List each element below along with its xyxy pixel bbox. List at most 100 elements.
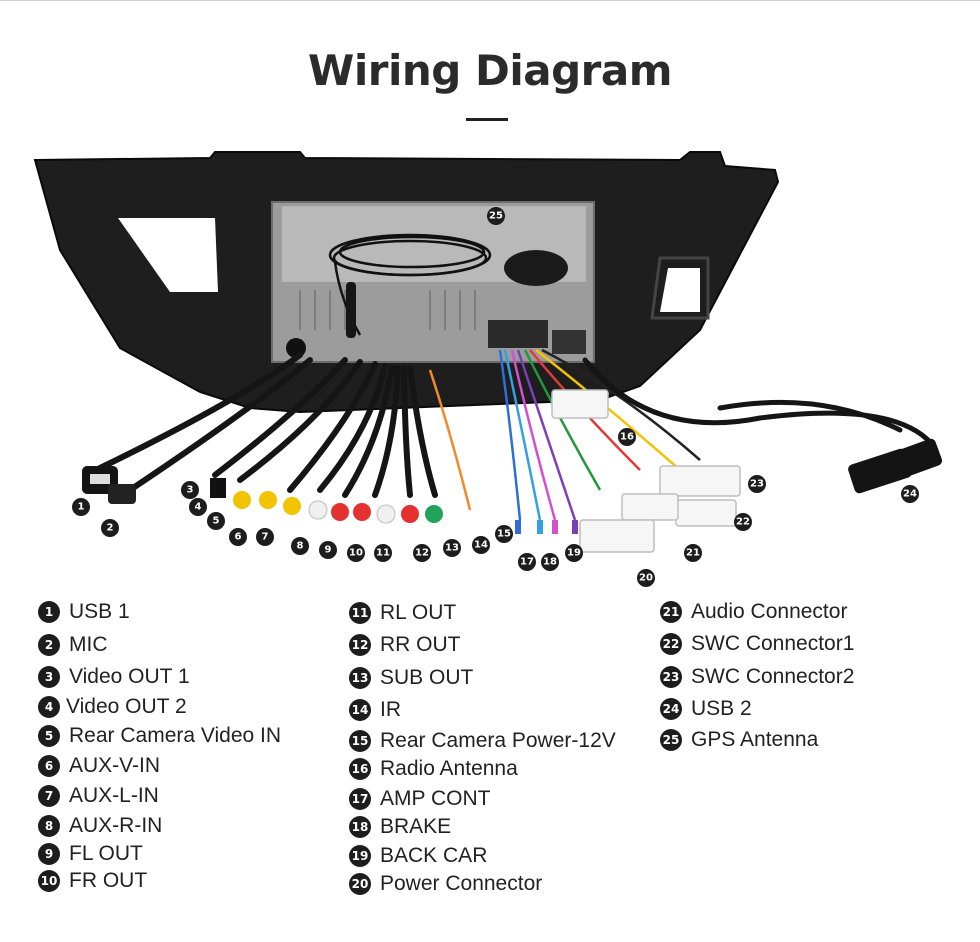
svg-text:6: 6 [235, 532, 242, 543]
legend-item-11: 11 RL OUT [349, 600, 456, 626]
gps-antenna-puck [504, 250, 568, 286]
svg-text:17: 17 [520, 557, 534, 568]
legend-label: IR [380, 698, 401, 721]
legend-label: AUX-V-IN [69, 754, 161, 777]
legend-badge: 16 [349, 758, 371, 780]
callout-16: 16 [618, 428, 636, 446]
svg-text:1: 1 [78, 502, 85, 513]
callout-8: 8 [291, 537, 309, 555]
chassis-vents [299, 290, 476, 330]
svg-text:21: 21 [686, 548, 700, 559]
gps-cable-coil [328, 233, 492, 336]
svg-text:10: 10 [349, 548, 363, 559]
white-connectors [551, 389, 741, 553]
legend-item-22: 22 SWC Connector1 [660, 631, 854, 657]
legend-badge: 20 [349, 873, 371, 895]
legend-label: Video OUT 1 [69, 665, 190, 688]
usb2-plug-b [893, 438, 943, 478]
legend-item-3: 3 Video OUT 1 [38, 664, 190, 690]
callout-14: 14 [472, 536, 490, 554]
svg-text:11: 11 [376, 548, 390, 559]
callout-13: 13 [443, 539, 461, 557]
svg-text:4: 4 [195, 502, 202, 513]
svg-text:2: 2 [107, 523, 114, 534]
svg-text:23: 23 [750, 479, 764, 490]
callout-5: 5 [207, 512, 225, 530]
svg-text:15: 15 [497, 529, 511, 540]
legend-label: Rear Camera Power-12V [380, 729, 616, 752]
legend-label: FR OUT [69, 869, 148, 892]
callout-19: 19 [565, 544, 583, 562]
legend-label: Audio Connector [691, 600, 848, 623]
side-connector-block [552, 330, 586, 354]
title-underline [466, 118, 508, 121]
callout-17: 17 [518, 553, 536, 571]
svg-text:3: 3 [187, 485, 194, 496]
legend-badge: 5 [38, 725, 60, 747]
legend-badge: 22 [660, 633, 682, 655]
legend-item-10: 10 FR OUT [38, 868, 147, 894]
svg-text:18: 18 [543, 557, 557, 568]
legend-item-8: 8 AUX-R-IN [38, 813, 162, 839]
legend-badge: 14 [349, 699, 371, 721]
svg-text:13: 13 [445, 543, 459, 554]
right-cutout [660, 268, 700, 312]
legend-badge: 11 [349, 602, 371, 624]
legend-label: AUX-R-IN [69, 814, 163, 837]
callout-7: 7 [256, 528, 274, 546]
legend-badge: 8 [38, 815, 60, 837]
legend-badge: 4 [38, 696, 60, 718]
rca-plugs [210, 478, 443, 524]
right-cutout-clip [650, 256, 710, 320]
legend-label: SWC Connector1 [691, 632, 855, 655]
callout-2: 2 [101, 519, 119, 537]
svg-text:20: 20 [639, 573, 653, 584]
pin-terminals [515, 520, 578, 534]
callout-22: 22 [734, 513, 752, 531]
legend-item-18: 18 BRAKE [349, 814, 451, 840]
mic-plug [108, 484, 136, 504]
main-connector-block [488, 320, 548, 348]
legend-label: AMP CONT [380, 787, 491, 810]
legend-item-1: 1 USB 1 [38, 599, 130, 625]
legend-item-4: 4 Video OUT 2 [38, 694, 187, 720]
legend-item-16: 16 Radio Antenna [349, 756, 518, 782]
legend-label: RL OUT [380, 601, 457, 624]
svg-text:25: 25 [489, 211, 503, 222]
legend-label: Video OUT 2 [66, 695, 187, 718]
legend-badge: 10 [38, 870, 60, 892]
legend-badge: 18 [349, 816, 371, 838]
svg-text:22: 22 [736, 517, 750, 528]
legend-badge: 23 [660, 666, 682, 688]
callout-3: 3 [181, 481, 199, 499]
callout-21: 21 [684, 544, 702, 562]
legend-label: USB 1 [69, 600, 130, 623]
svg-text:7: 7 [262, 532, 269, 543]
legend-badge: 1 [38, 601, 60, 623]
callout-25: 25 [487, 207, 505, 225]
svg-text:9: 9 [325, 545, 332, 556]
callout-9: 9 [319, 541, 337, 559]
callout-23: 23 [748, 475, 766, 493]
legend-badge: 6 [38, 755, 60, 777]
legend-badge: 12 [349, 634, 371, 656]
legend-item-6: 6 AUX-V-IN [38, 753, 160, 779]
legend-label: Radio Antenna [380, 757, 518, 780]
callout-12: 12 [413, 544, 431, 562]
legend-badge: 3 [38, 666, 60, 688]
legend-item-21: 21 Audio Connector [660, 599, 847, 625]
legend-badge: 21 [660, 601, 682, 623]
callout-11: 11 [374, 544, 392, 562]
legend-badge: 9 [38, 843, 60, 865]
legend-label: MIC [69, 633, 108, 656]
svg-text:16: 16 [620, 432, 634, 443]
legend-label: SUB OUT [380, 666, 474, 689]
legend-label: BRAKE [380, 815, 452, 838]
